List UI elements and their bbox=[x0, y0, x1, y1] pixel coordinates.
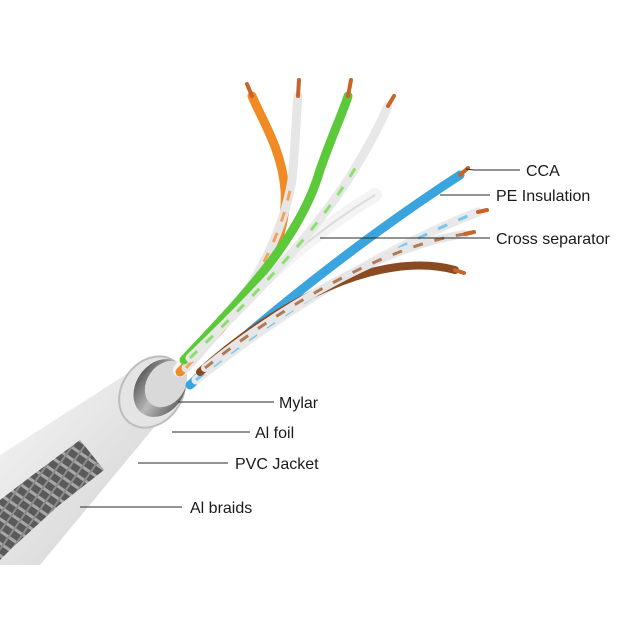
label-pvc-jacket: PVC Jacket bbox=[235, 456, 319, 473]
label-al-foil: Al foil bbox=[255, 425, 294, 442]
green-wire bbox=[179, 91, 353, 365]
leader-lines bbox=[80, 168, 520, 508]
label-cca: CCA bbox=[526, 163, 560, 180]
al-braid bbox=[0, 440, 104, 560]
white-green-wire bbox=[185, 101, 393, 363]
label-pe-insulation: PE Insulation bbox=[496, 188, 590, 205]
label-mylar: Mylar bbox=[279, 395, 319, 412]
cca-conductors bbox=[245, 78, 489, 275]
wire-pairs bbox=[173, 91, 483, 390]
white-orange-wire bbox=[181, 91, 303, 373]
cable-end-rings bbox=[118, 355, 188, 429]
label-al-braids: Al braids bbox=[190, 500, 252, 517]
label-cross-separator: Cross separator bbox=[496, 231, 610, 248]
labels: CCA PE Insulation Cross separator Mylar … bbox=[190, 163, 610, 517]
